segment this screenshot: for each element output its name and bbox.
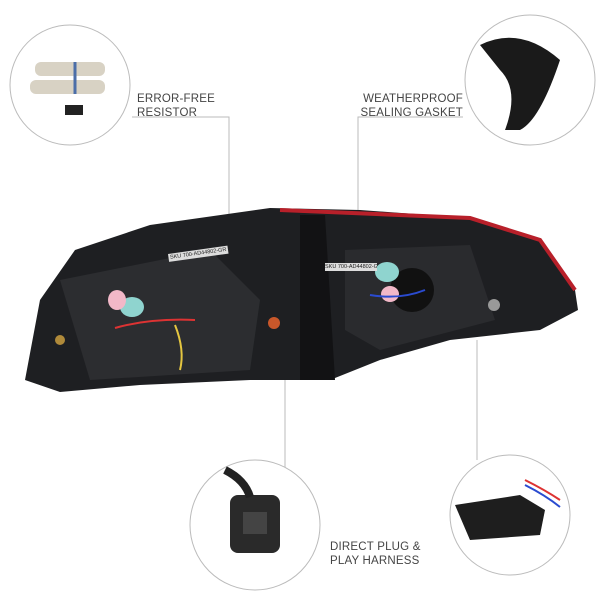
callout-resistor-line2: RESISTOR [137,107,198,119]
callout-harness-line1: DIRECT PLUG & [330,541,421,553]
tail-light-housing [25,208,578,392]
product-sku-sticker-right: SKU 700-AD44802-GR [325,263,377,271]
callout-resistor: ERROR-FREE RESISTOR [137,92,215,120]
callout-gasket: WEATHERPROOF SEALING GASKET [361,92,464,120]
detail-circle-harness-connector [449,454,571,576]
detail-circle-harness-plug [189,459,321,591]
callout-gasket-line1: WEATHERPROOF [363,93,463,105]
detail-circle-gasket [464,14,596,146]
callout-harness-line2: PLAY HARNESS [330,555,420,567]
detail-circle-resistor [9,24,131,146]
callout-resistor-line1: ERROR-FREE [137,93,216,105]
callout-gasket-line2: SEALING GASKET [360,107,463,119]
callout-harness: DIRECT PLUG & PLAY HARNESS [330,540,421,568]
